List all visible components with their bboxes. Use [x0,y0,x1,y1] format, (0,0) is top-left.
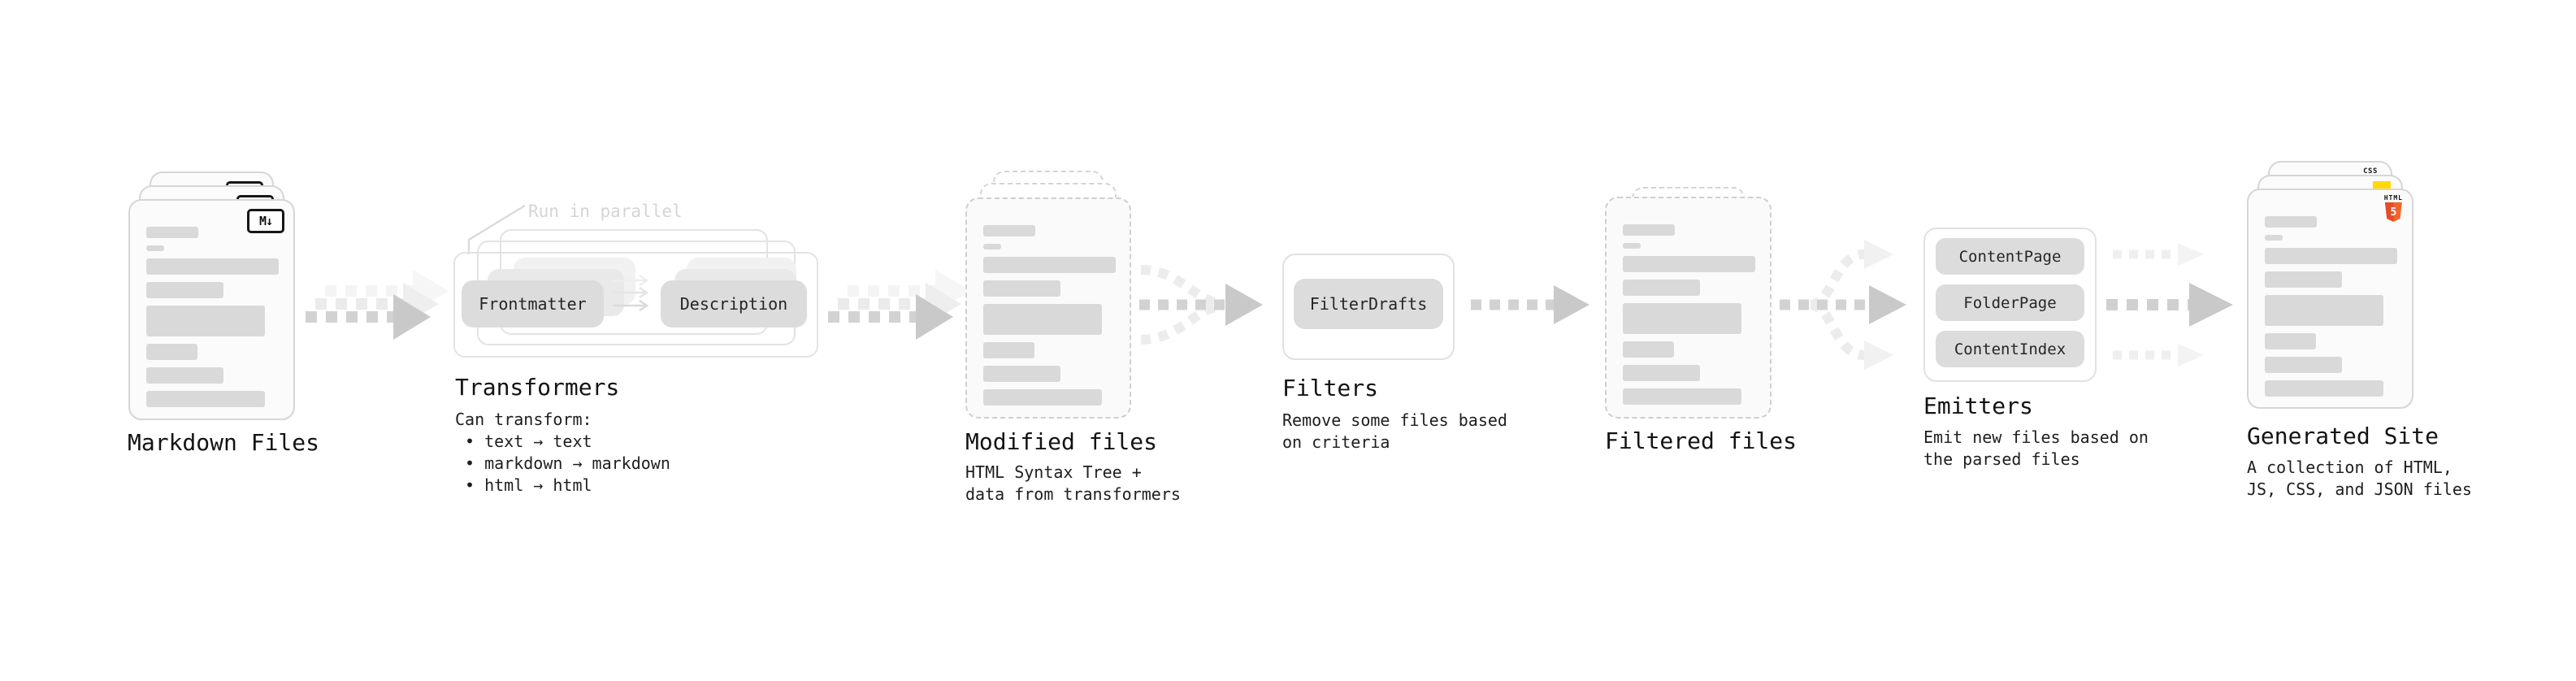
placeholder-bar [2265,271,2342,288]
placeholder-bar [983,225,1035,236]
placeholder-bar [2265,380,2383,397]
document-text-placeholder [983,225,1116,406]
note-connector-line [467,204,526,254]
description-transformer-pill: Description [661,280,807,327]
transformers-bullet: • text → text [465,432,592,451]
placeholder-bar [1623,365,1700,381]
transformers-bullet: • markdown → markdown [465,453,670,473]
placeholder-bar [983,244,1001,249]
modified-files-desc: HTML Syntax Tree + [965,462,1142,482]
placeholder-bar [146,367,223,384]
placeholder-bar [983,257,1116,273]
modified-files-title: Modified files [965,428,1158,455]
arrow-emitters-to-generated [2106,243,2233,367]
contentpage-emitter-pill: ContentPage [1936,238,2084,275]
parallel-arrows-icon [613,274,649,312]
emitters-title: Emitters [1923,393,2033,419]
filterdrafts-pill: FilterDrafts [1294,279,1443,329]
filters-desc: Remove some files based [1282,410,1507,430]
generated-site-desc: A collection of HTML, [2247,458,2452,477]
placeholder-bar [146,282,223,298]
markdown-file-card-front: M↓ [128,199,295,420]
placeholder-bar [146,227,198,238]
filters-title: Filters [1282,375,1379,401]
modified-files-desc: data from transformers [965,484,1181,504]
placeholder-bar [1623,341,1674,358]
arrow-modified-to-filters-converge [1139,265,1263,345]
placeholder-bar [1623,256,1755,272]
filtered-file-card [1605,197,1772,419]
placeholder-bar [983,304,1102,335]
placeholder-bar [146,258,279,275]
placeholder-bar [1623,303,1741,334]
contentindex-emitter-pill: ContentIndex [1936,331,2084,367]
transformer-box-front [453,252,818,358]
placeholder-bar [983,280,1060,297]
html5-icon-label: HTML [2383,194,2403,202]
placeholder-bar [2265,357,2342,373]
transformers-bullet: • html → html [465,475,592,495]
placeholder-bar [983,366,1060,382]
html5-number: 5 [2390,206,2397,219]
placeholder-bar [1623,224,1675,236]
placeholder-bar [1623,280,1700,296]
arrow-transformers-to-modified [828,270,971,340]
generated-file-card-html: HTML 5 [2247,189,2413,409]
transformers-title: Transformers [455,374,620,401]
placeholder-bar [1623,388,1741,405]
document-text-placeholder [146,227,279,407]
document-text-placeholder [1623,224,1755,405]
transformers-desc-heading: Can transform: [455,410,592,429]
modified-file-card [965,197,1131,419]
emitters-desc: the parsed files [1923,449,2080,469]
folderpage-emitter-pill: FolderPage [1936,284,2084,321]
placeholder-bar [1623,243,1641,249]
run-in-parallel-note: Run in parallel [528,202,683,221]
document-text-placeholder [2265,216,2397,397]
generated-site-title: Generated Site [2247,423,2439,449]
placeholder-bar [983,389,1102,406]
placeholder-bar [983,342,1034,358]
placeholder-bar [146,306,265,336]
arrow-markdown-to-transformers [306,270,449,340]
placeholder-bar [2265,235,2283,241]
filters-desc: on criteria [1282,432,1390,452]
markdown-files-title: Markdown Files [128,429,320,456]
placeholder-bar [146,344,197,360]
placeholder-bar [146,391,265,407]
arrow-filtered-to-emitters-diverge [1780,240,1906,370]
placeholder-bar [2265,333,2316,349]
html5-shield: 5 [2384,202,2402,222]
emitters-desc: Emit new files based on [1923,427,2149,447]
html5-icon: HTML 5 [2384,194,2403,222]
css-icon-label: CSS [2363,167,2378,176]
frontmatter-transformer-pill: Frontmatter [462,280,604,327]
placeholder-bar [146,245,164,251]
placeholder-bar [2265,248,2397,264]
arrow-filters-to-filtered [1471,285,1589,324]
placeholder-bar [2265,216,2317,228]
placeholder-bar [2265,295,2383,326]
generated-site-desc: JS, CSS, and JSON files [2247,479,2472,499]
markdown-icon: M↓ [247,209,284,233]
filtered-files-title: Filtered files [1605,427,1798,454]
